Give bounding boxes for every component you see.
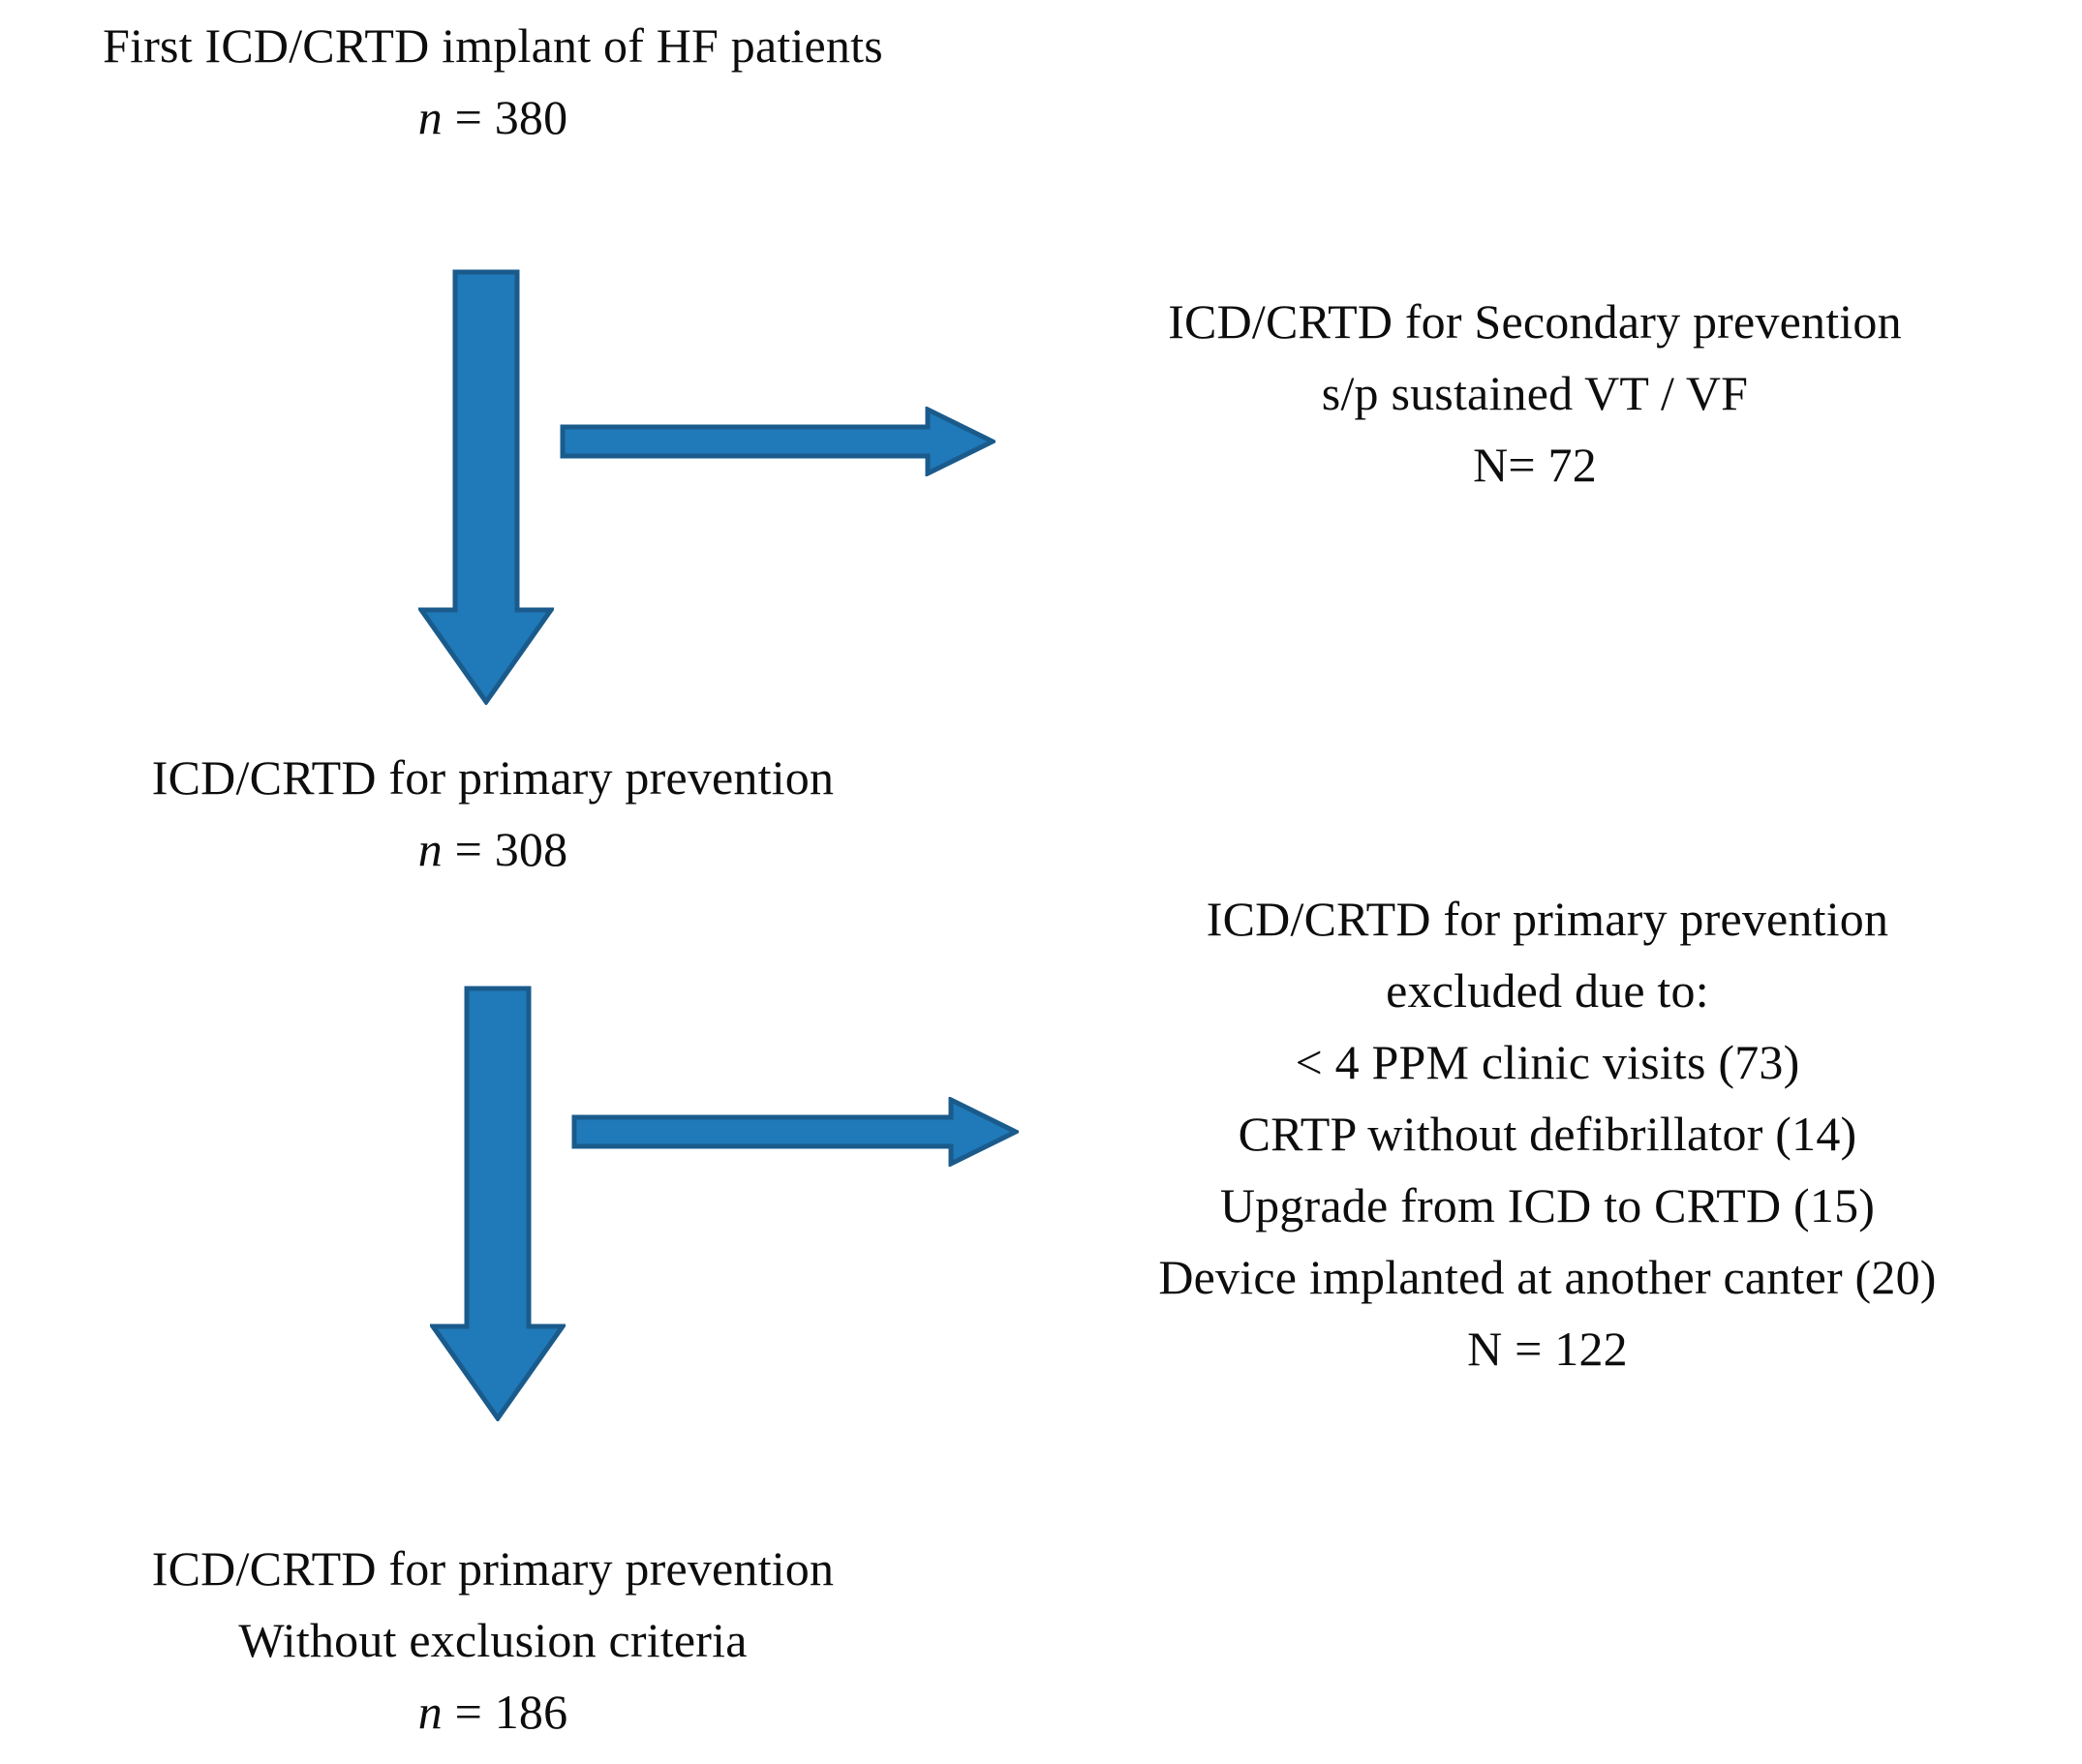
node-final-cohort-line2: Without exclusion criteria	[238, 1613, 748, 1667]
node-secondary-prevention: ICD/CRTD for Secondary prevention s/p su…	[997, 286, 2072, 501]
node-first-implant: First ICD/CRTD implant of HF patients n …	[14, 10, 972, 153]
node-final-cohort-count: n = 186	[14, 1676, 972, 1748]
node-primary-prevention: ICD/CRTD for primary prevention n = 308	[14, 742, 972, 885]
node-secondary-prevention-line1: ICD/CRTD for Secondary prevention	[1168, 294, 1902, 349]
n-symbol: n	[417, 1685, 443, 1739]
node-excluded-total: N = 122	[1467, 1322, 1628, 1376]
node-excluded: ICD/CRTD for primary prevention excluded…	[1013, 883, 2082, 1384]
node-secondary-prevention-line2: s/p sustained VT / VF	[1321, 366, 1749, 420]
n-symbol: n	[417, 822, 443, 876]
n-value: = 380	[454, 90, 568, 144]
node-first-implant-line1: First ICD/CRTD implant of HF patients	[103, 18, 883, 73]
node-excluded-reason-1: < 4 PPM clinic visits (73)	[1295, 1035, 1800, 1089]
node-final-cohort: ICD/CRTD for primary prevention Without …	[14, 1533, 972, 1748]
n-symbol: n	[417, 90, 443, 144]
n-value: = 308	[454, 822, 568, 876]
node-excluded-reason-2: CRTP without defibrillator (14)	[1238, 1107, 1857, 1161]
node-first-implant-count: n = 380	[14, 81, 972, 153]
arrow-down-to-primary-prevention	[418, 269, 554, 705]
arrow-right-to-excluded	[571, 1097, 1019, 1167]
node-secondary-prevention-count: N= 72	[1473, 438, 1597, 492]
node-excluded-reason-4: Device implanted at another canter (20)	[1158, 1250, 1937, 1304]
node-excluded-reason-3: Upgrade from ICD to CRTD (15)	[1219, 1178, 1876, 1232]
node-primary-prevention-line1: ICD/CRTD for primary prevention	[151, 750, 835, 805]
node-excluded-line1: ICD/CRTD for primary prevention	[1206, 892, 1889, 946]
node-excluded-line2: excluded due to:	[1386, 963, 1709, 1018]
node-final-cohort-line1: ICD/CRTD for primary prevention	[151, 1541, 835, 1596]
node-primary-prevention-count: n = 308	[14, 813, 972, 885]
arrow-down-to-final-cohort	[430, 986, 566, 1421]
arrow-right-to-secondary-prevention	[560, 407, 995, 476]
n-value: = 186	[454, 1685, 568, 1739]
